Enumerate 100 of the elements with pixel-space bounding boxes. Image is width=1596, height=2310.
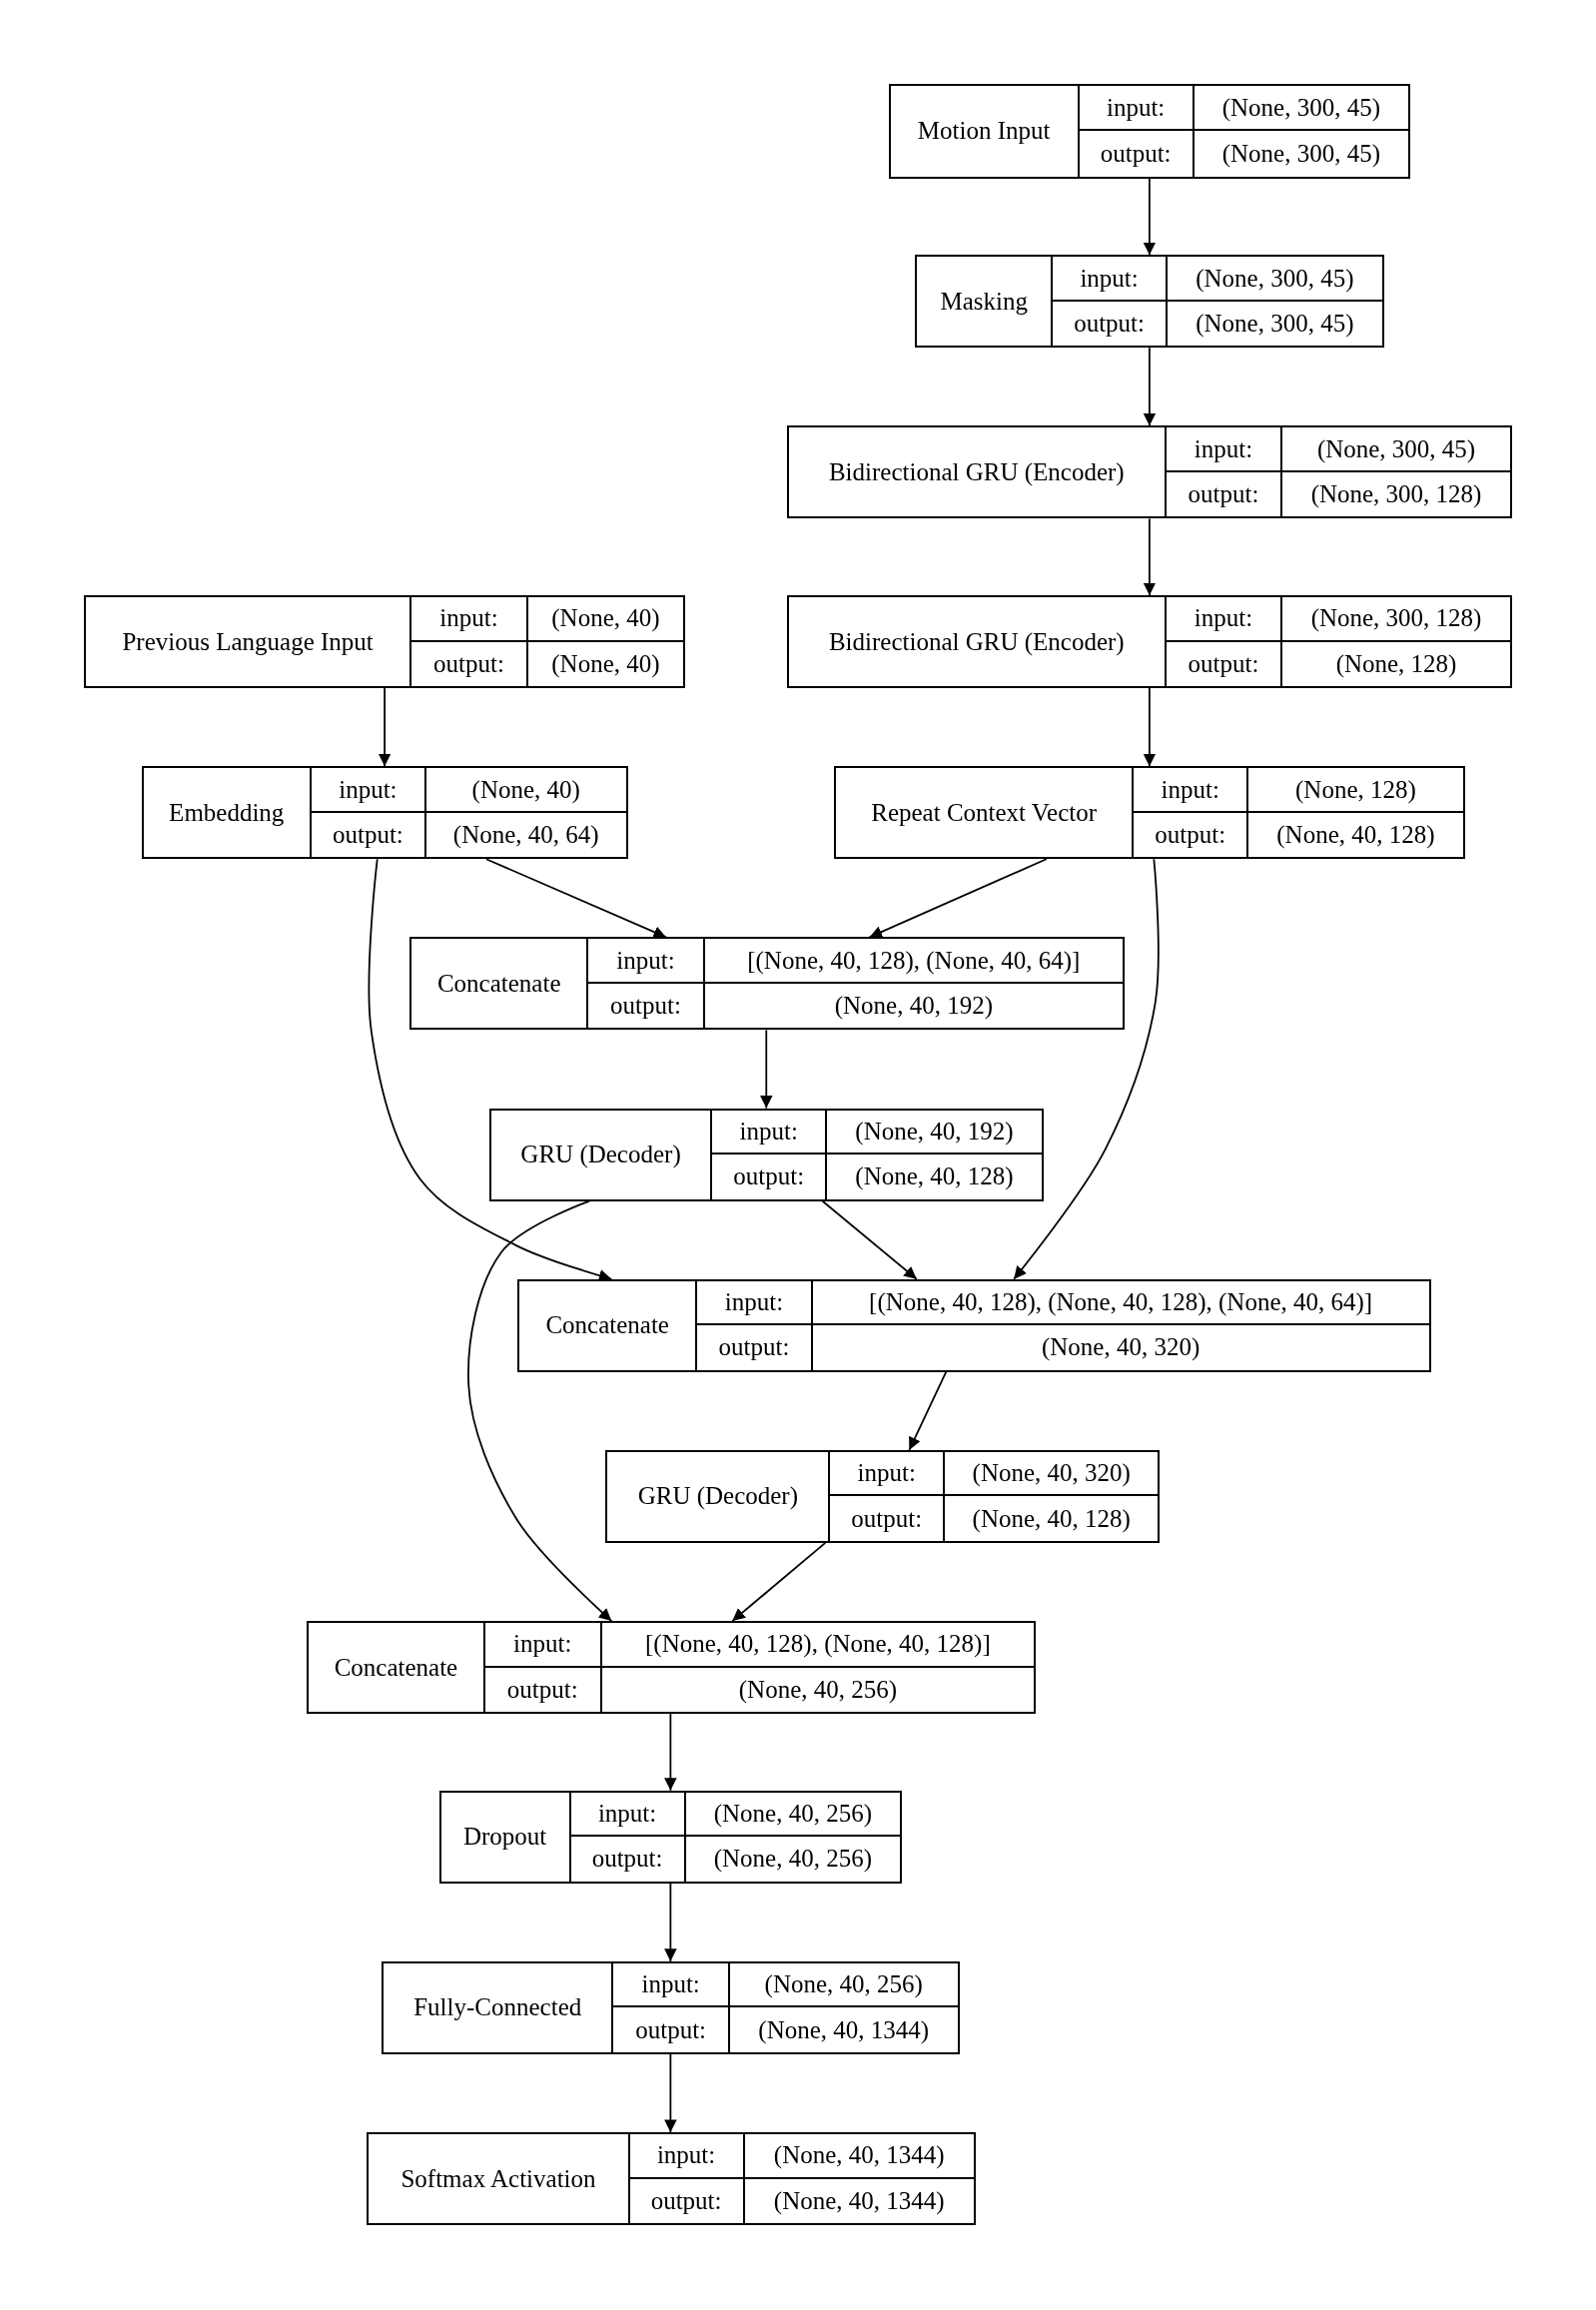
shape-value: (None, 128): [1295, 775, 1416, 804]
layer-box: [438, 1790, 902, 1884]
port-label: output:: [1100, 139, 1172, 168]
shape-value: (None, 40, 256): [764, 1970, 923, 1999]
shape-value: [(None, 40, 128), (None, 40, 128)]: [645, 1630, 991, 1659]
port-label: input:: [739, 1117, 798, 1146]
port-label: input:: [1106, 93, 1166, 122]
port-label: input:: [724, 1288, 784, 1316]
layer-name: GRU (Decoder): [637, 1482, 798, 1511]
arrow: [467, 1199, 613, 1622]
arrow: [821, 1199, 918, 1280]
shape-value: (None, 40): [551, 604, 660, 633]
shape-value: (None, 300, 128): [1310, 480, 1482, 509]
arrow: [1143, 347, 1157, 427]
shape-value: [(None, 40, 128), (None, 40, 128), (None, 40, 64)]: [869, 1288, 1373, 1316]
shape-value: (None, 300, 45): [1196, 309, 1354, 338]
port-label: input:: [513, 1630, 572, 1659]
port-label: input:: [656, 2141, 716, 2170]
layer-box: [306, 1621, 1037, 1715]
shape-value: (None, 40, 1344): [773, 2141, 945, 2170]
port-label: output:: [1074, 309, 1145, 338]
shape-value: (None, 40, 320): [972, 1459, 1131, 1488]
shape-value: (None, 40, 128): [1276, 820, 1435, 849]
port-label: output:: [433, 649, 504, 678]
layer-name: Concatenate: [436, 969, 561, 998]
layer-box: [367, 2132, 976, 2226]
arrow: [908, 1370, 948, 1451]
arrow: [485, 858, 667, 939]
shape-value: (None, 40, 256): [713, 1845, 872, 1874]
port-label: input:: [439, 604, 498, 633]
layer-name: Motion Input: [917, 117, 1051, 146]
port-label: output:: [1155, 820, 1226, 849]
port-label: input:: [597, 1800, 657, 1828]
arrow: [664, 1882, 677, 1962]
layer-name: GRU (Decoder): [520, 1141, 681, 1169]
layer-name: Embedding: [169, 798, 285, 827]
port-label: input:: [1194, 434, 1253, 463]
arrow: [664, 1713, 677, 1792]
port-label: output:: [851, 1504, 923, 1533]
layer-box: [786, 595, 1512, 689]
layer-box: [516, 1278, 1431, 1372]
arrow: [868, 858, 1048, 939]
shape-value: (None, 40, 192): [834, 992, 993, 1021]
shape-value: (None, 300, 45): [1316, 434, 1476, 463]
port-label: output:: [506, 1675, 578, 1704]
layer-name: Bidirectional GRU (Encoder): [828, 627, 1125, 656]
arrow: [1143, 517, 1157, 596]
layer-box: [605, 1449, 1161, 1543]
shape-value: (None, 40, 64): [452, 820, 599, 849]
port-label: output:: [718, 1333, 790, 1362]
port-label: output:: [650, 2186, 722, 2215]
arrow: [1013, 858, 1160, 1280]
layer-box: [382, 1960, 960, 2054]
port-label: output:: [635, 2015, 707, 2044]
shape-value: (None, 300, 128): [1310, 604, 1482, 633]
layer-name: Softmax Activation: [400, 2164, 596, 2193]
shape-value: (None, 300, 45): [1221, 139, 1380, 168]
layer-name: Concatenate: [545, 1311, 669, 1340]
shape-value: (None, 40, 1344): [773, 2186, 945, 2215]
layer-box: [915, 255, 1384, 349]
layer-box: [488, 1108, 1044, 1201]
port-label: input:: [1080, 264, 1139, 293]
port-label: output:: [332, 820, 403, 849]
layer-box: [786, 425, 1512, 519]
shape-value: [(None, 40, 128), (None, 40, 64)]: [747, 946, 1081, 975]
layer-name: Masking: [940, 287, 1028, 316]
shape-value: (None, 40, 128): [855, 1162, 1014, 1191]
port-label: input:: [857, 1459, 916, 1488]
layer-box: [834, 766, 1465, 860]
layer-box: [141, 766, 628, 860]
shape-value: (None, 40, 192): [855, 1117, 1014, 1146]
port-label: input:: [1161, 775, 1219, 804]
arrow: [1143, 177, 1157, 257]
port-label: input:: [641, 1970, 700, 1999]
layer-name: Concatenate: [334, 1653, 458, 1682]
shape-value: (None, 40, 128): [972, 1504, 1131, 1533]
shape-value: (None, 40): [471, 775, 580, 804]
arrow: [378, 687, 392, 768]
shape-value: (None, 300, 45): [1221, 93, 1380, 122]
shape-value: (None, 300, 45): [1196, 264, 1354, 293]
layer-box: [84, 595, 686, 689]
port-label: output:: [1188, 480, 1259, 509]
port-label: output:: [733, 1162, 805, 1191]
layer-box: [409, 937, 1125, 1031]
shape-value: (None, 40): [551, 649, 660, 678]
arrow: [664, 2053, 677, 2133]
layer-name: Fully-Connected: [413, 1993, 582, 2022]
port-label: output:: [610, 992, 681, 1021]
port-label: output:: [1188, 649, 1259, 678]
arrow: [760, 1029, 773, 1110]
layer-name: Previous Language Input: [122, 627, 374, 656]
shape-value: (None, 40, 256): [738, 1675, 898, 1704]
port-label: output:: [591, 1845, 663, 1874]
port-label: input:: [339, 775, 398, 804]
layer-name: Repeat Context Vector: [871, 798, 1098, 827]
shape-value: (None, 40, 256): [713, 1800, 872, 1828]
arrow: [1143, 687, 1157, 768]
shape-value: (None, 128): [1335, 649, 1457, 678]
port-label: input:: [1194, 604, 1253, 633]
layer-name: Bidirectional GRU (Encoder): [828, 457, 1125, 486]
